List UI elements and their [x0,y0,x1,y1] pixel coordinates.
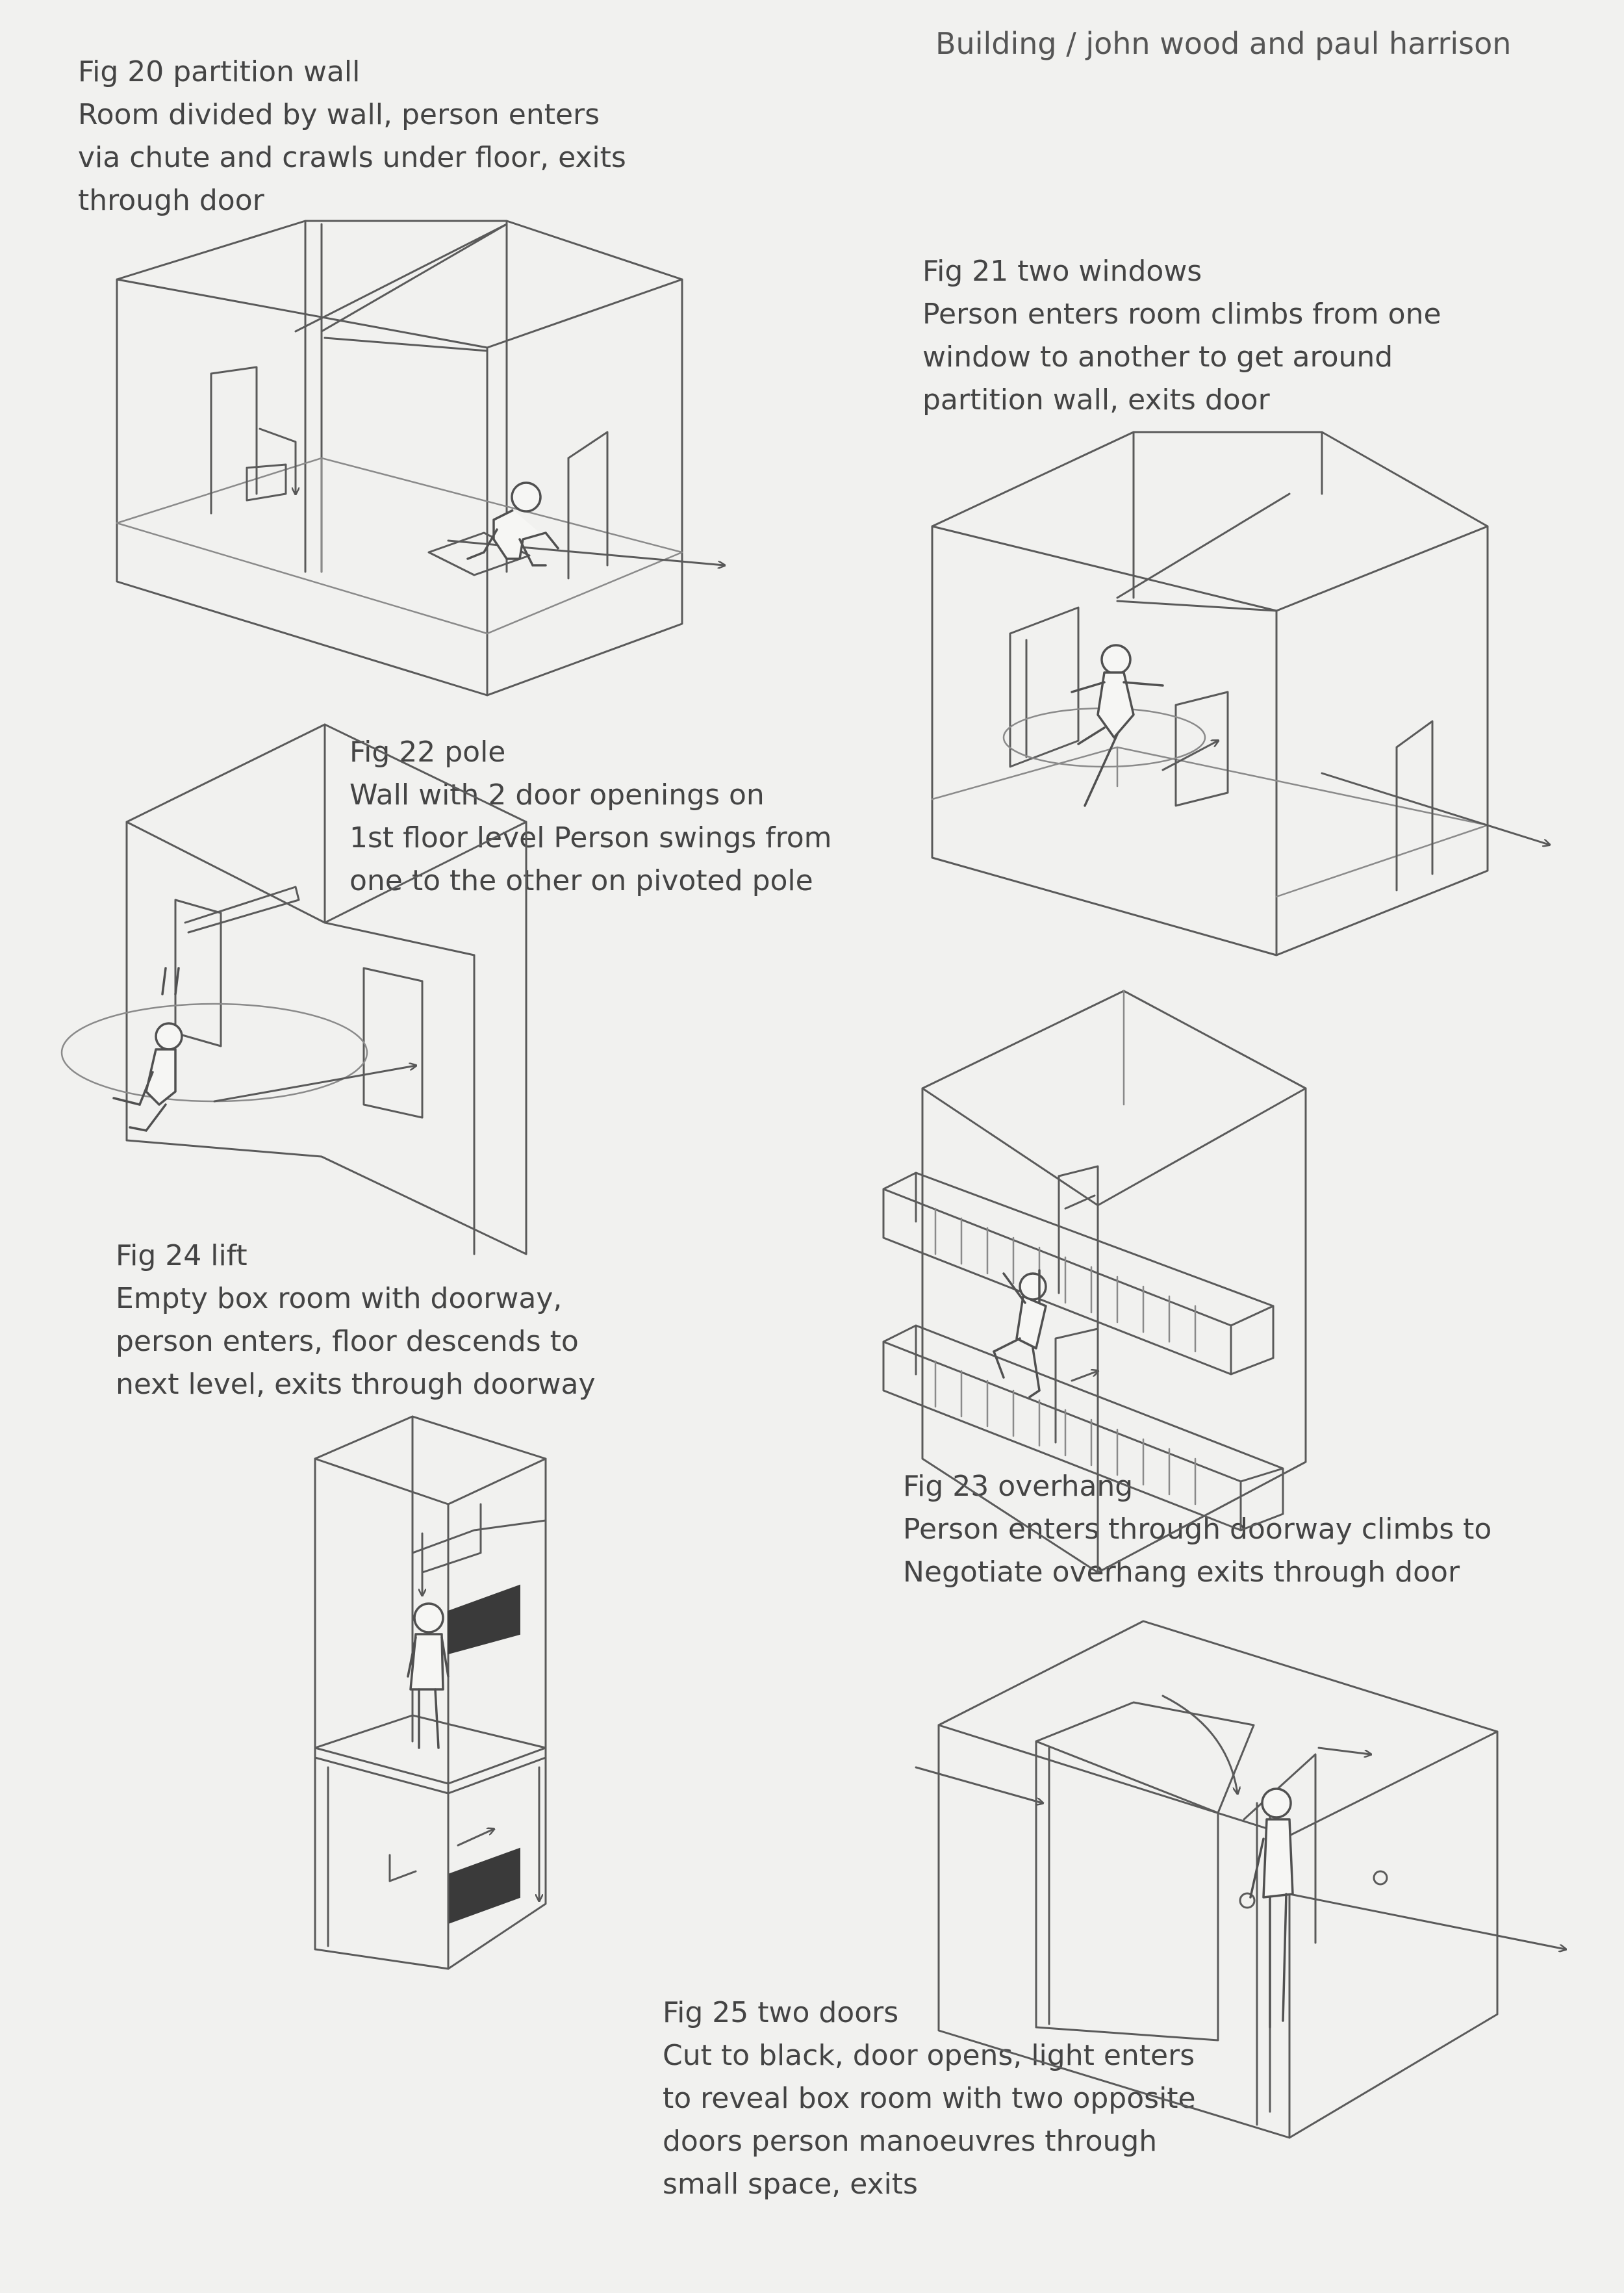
fig20-crawling-person [466,481,560,567]
fig20-line: Room divided by wall, person enters [78,98,600,131]
fig25-open-door-leaf [1035,1701,1255,1814]
fig25-drawing [915,1620,1566,2139]
fig21-climbing-person [1071,644,1164,807]
fig23-railing-posts [934,1207,1197,1505]
fig22-line: one to the other on pivoted pole [349,864,813,897]
fig23-line: Negotiate overhang exits through door [903,1556,1460,1589]
fig24-line: Empty box room with doorway, [116,1282,563,1315]
fig25-line: doors person manoeuvres through [663,2125,1158,2158]
fig21-box-edges [931,525,1489,956]
fig25-small-arrow [1317,1747,1371,1754]
fig24-upper-opening [448,1584,520,1655]
fig20-exit-arrow [447,539,724,565]
fig20-drawing [116,220,724,697]
fig21-title: Fig 21 two windows [922,255,1202,288]
fig21-left-window [1009,606,1080,768]
fig22-back-wall [324,921,476,1255]
fig21-right-window [1174,691,1229,807]
fig25-manoeuvring-person [1249,1787,1294,2029]
fig20-caption: Fig 20 partition wall Room divided by wa… [78,51,626,222]
fig20-floor-level [116,457,683,635]
fig22-swing-arrow [213,1066,416,1103]
fig24-lower-doorway [388,1854,417,1882]
fig23-upper-balcony [882,1172,1275,1376]
fig21-line: Person enters room climbs from one [922,298,1441,331]
fig22-pole [184,886,300,934]
fig23-lower-door [1054,1327,1099,1444]
fig24-drawing [314,1415,547,1970]
fig20-box-outline [116,220,683,697]
fig25-title: Fig 25 two doors [663,1996,899,2029]
fig22-line: 1st floor level Person swings from [349,821,832,854]
fig25-door-swing-arrow [1161,1695,1237,1793]
fig25-line: small space, exits [663,2168,918,2201]
fig23-door-arrows [1064,1194,1098,1382]
fig20-path-arrow [259,428,296,494]
fig22-right-door [362,967,424,1119]
fig21-line: partition wall, exits door [922,383,1270,416]
fig25-line: to reveal box room with two opposite [663,2082,1196,2115]
fig23-upper-door [1058,1165,1099,1294]
fig25-line: Cut to black, door opens, light enters [663,2039,1195,2072]
fig22-box-edges [125,723,527,924]
fig24-title: Fig 24 lift [116,1239,247,1272]
fig22-caption: Fig 22 pole Wall with 2 door openings on… [349,731,832,903]
fig20-right-door [567,431,609,580]
fig23-box-edges [921,1087,1307,1574]
fig24-lower-opening [448,1847,520,1925]
fig23-climbing-person [992,1269,1047,1398]
fig24-descend-arrows [327,1766,539,1964]
fig23-lower-balcony [882,1324,1284,1531]
fig23-line: Person enters through doorway climbs to [903,1513,1492,1546]
fig23-title: Fig 23 overhang [903,1470,1134,1503]
page-header: Building / john wood and paul harrison [935,26,1512,61]
fig22-line: Wall with 2 door openings on [349,778,765,812]
fig21-caption: Fig 21 two windows Person enters room cl… [922,250,1441,422]
fig20-partition-wall [294,220,508,573]
fig20-title: Fig 20 partition wall [78,55,361,88]
fig24-standing-person [407,1602,450,1749]
fig24-line: next level, exits through doorway [116,1368,596,1401]
fig23-drawing [882,990,1307,1574]
fig21-window-arrow [1161,741,1218,771]
fig22-title: Fig 22 pole [349,736,506,769]
fig20-box-edges [116,278,683,697]
fig24-line: person enters, floor descends to [116,1325,579,1358]
fig25-door-knob-rear [1373,1870,1388,1886]
fig20-line: through door [78,184,264,217]
fig24-upper-doorway [421,1503,482,1574]
fig21-box-outline [931,431,1489,956]
fig20-line: via chute and crawls under floor, exits [78,141,626,174]
fig21-drawing [931,431,1549,956]
fig23-box-outline [921,990,1307,1574]
fig21-line: window to another to get around [922,340,1393,374]
fig24-exit-arrow [457,1829,494,1847]
fig22-drawing [60,723,527,1255]
fig21-door [1395,720,1434,891]
fig22-box-outline [125,723,527,1255]
fig21-exit-arrow [1321,772,1549,845]
fig24-lift-floor [314,1714,547,1795]
fig21-partition [1116,431,1323,612]
fig25-box-outline [937,1620,1499,2139]
fig20-floor-hatch [427,532,531,576]
fig25-caption: Fig 25 two doors Cut to black, door open… [663,1992,1196,2206]
fig23-caption: Fig 23 overhang Person enters through do… [903,1465,1491,1594]
fig25-entry-arrow [915,1766,1043,1803]
fig24-caption: Fig 24 lift Empty box room with doorway,… [116,1235,596,1406]
fig20-chute [246,463,287,502]
fig22-swing-path [60,1003,368,1103]
fig24-upper-ceiling [411,1519,547,1554]
fig22-swinging-person [112,967,183,1132]
fig22-left-door [174,899,222,1047]
fig21-floor-lines [931,746,1489,898]
fig25-exit-arrow [1288,1893,1566,1949]
fig20-left-door [210,366,258,515]
fig25-main-door [1035,1740,1219,2042]
fig25-door-knob [1239,1892,1256,1909]
